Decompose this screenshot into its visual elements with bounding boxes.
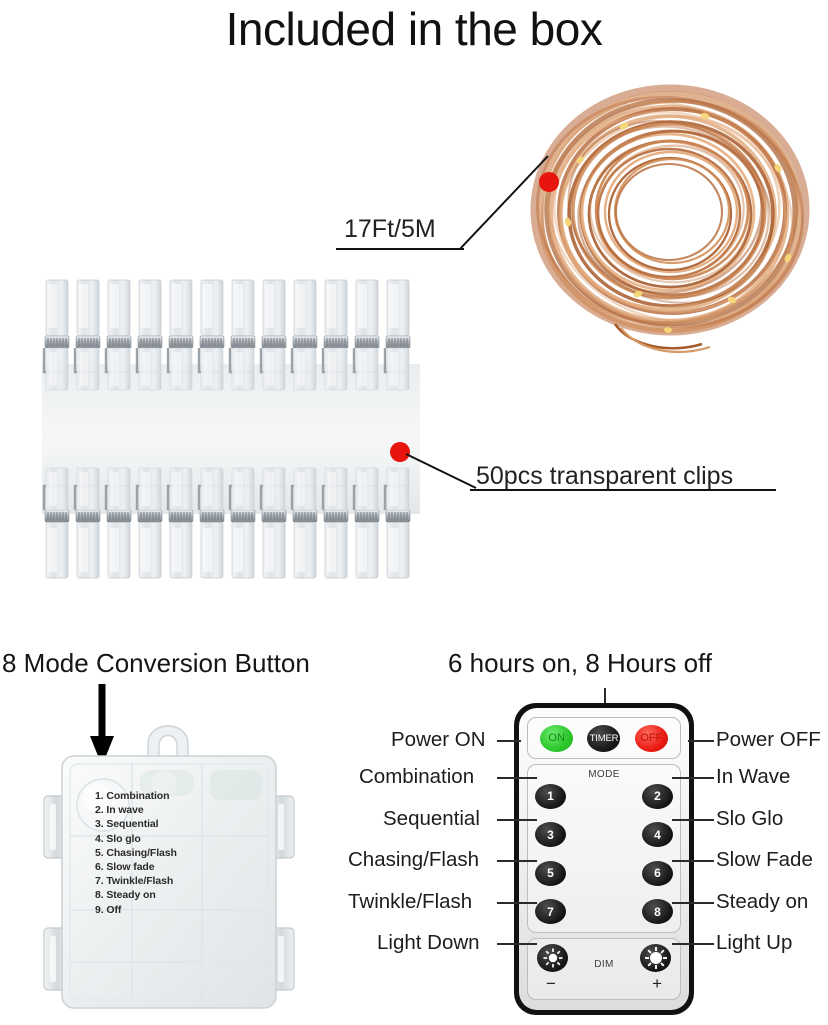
battery-box-illustration: [43, 725, 295, 1009]
mode-button-4[interactable]: 4: [642, 822, 673, 848]
wire-length-callout: 17Ft/5M: [344, 215, 436, 243]
dim-panel-caption: DIM: [594, 959, 614, 970]
mode-list-item: 4. Slo glo: [95, 832, 141, 845]
dim-minus-sign: −: [546, 974, 556, 993]
remote-label-slow-fade: Slow Fade: [716, 848, 813, 871]
sun-large-icon: [644, 947, 667, 969]
mode-list-item: 1. Combination: [95, 790, 170, 802]
leader-power-on: [497, 740, 521, 742]
sun-small-icon: [543, 948, 562, 968]
leader-power-off: [688, 740, 714, 742]
light-down-button[interactable]: [537, 944, 568, 972]
clips-marker-dot: [390, 442, 410, 462]
leader-combination: [497, 777, 537, 779]
dim-row: [537, 944, 671, 972]
leader-slow-fade: [672, 860, 714, 862]
dim-signs: − +: [537, 975, 671, 992]
remote-label-power-off: Power OFF: [716, 728, 821, 751]
mode-row: 3 4: [535, 820, 673, 850]
timer-heading: 6 hours on, 8 Hours off: [448, 648, 713, 678]
leader-light-up: [672, 943, 714, 945]
remote-control[interactable]: ON TIMER OFF MODE 1 2 3 4 5 6: [514, 703, 694, 1015]
leader-slo-glo: [672, 819, 714, 821]
mode-list-item: 2. In wave: [95, 804, 144, 817]
remote-label-combination: Combination: [359, 765, 475, 788]
wire-callout-underline: [336, 248, 464, 250]
mode-button-6[interactable]: 6: [642, 860, 673, 886]
timer-button[interactable]: TIMER: [587, 724, 621, 752]
mode-button-3[interactable]: 3: [535, 822, 566, 848]
power-on-button[interactable]: ON: [540, 724, 574, 752]
copper-wire-coil-image: [520, 62, 820, 362]
dim-panel: DIM: [527, 938, 681, 1000]
mode-list-item: 8. Steady on: [95, 889, 156, 902]
mode-button-2[interactable]: 2: [642, 783, 673, 809]
leader-steady-on: [672, 902, 714, 904]
mode-button-5[interactable]: 5: [535, 860, 566, 886]
mode-list-item: 7. Twinkle/Flash: [95, 875, 174, 888]
remote-label-steady-on: Steady on: [716, 890, 809, 913]
mode-row: 5 6: [535, 858, 673, 888]
leader-chasing-flash: [497, 860, 537, 862]
remote-label-twinkle-flash: Twinkle/Flash: [348, 890, 473, 913]
leader-in-wave: [672, 777, 714, 779]
power-off-button[interactable]: OFF: [634, 724, 668, 752]
dim-plus-sign: +: [652, 974, 662, 993]
leader-sequential: [497, 819, 537, 821]
mode-button-7[interactable]: 7: [535, 899, 566, 925]
mode-button-1[interactable]: 1: [535, 783, 566, 809]
clips-illustration: [42, 278, 420, 580]
leader-twinkle-flash: [497, 902, 537, 904]
battery-box-heading: 8 Mode Conversion Button: [2, 648, 310, 678]
remote-label-light-down: Light Down: [377, 931, 480, 954]
wire-coil-illustration: [530, 84, 810, 353]
remote-label-light-up: Light Up: [716, 931, 793, 954]
remote-face: ON TIMER OFF MODE 1 2 3 4 5 6: [519, 708, 689, 1010]
mode-panel: MODE 1 2 3 4 5 6 7 8: [527, 764, 681, 933]
wire-callout-leader: [460, 155, 549, 250]
clips-callout-leader: [405, 453, 477, 489]
mode-button-arrow-icon: [90, 684, 114, 766]
battery-box-image: [36, 700, 306, 1020]
light-up-button[interactable]: [640, 944, 671, 972]
transparent-clips-image: [32, 272, 432, 602]
remote-label-power-on: Power ON: [391, 728, 486, 751]
remote-label-chasing-flash: Chasing/Flash: [348, 848, 480, 871]
battery-box-mode-list: 1. Combination 2. In wave 3. Sequential …: [95, 789, 220, 917]
wire-marker-dot: [539, 172, 559, 192]
mode-panel-caption: MODE: [588, 769, 620, 780]
page-title: Included in the box: [225, 3, 603, 55]
mode-list-item: 9. Off: [95, 903, 122, 916]
mode-list-item: 3. Sequential: [95, 818, 159, 831]
clips-callout-underline: [470, 489, 776, 491]
remote-label-slo-glo: Slo Glo: [716, 807, 784, 830]
mode-row: 7 8: [535, 897, 673, 927]
remote-label-in-wave: In Wave: [716, 765, 791, 788]
mode-list-item: 5. Chasing/Flash: [95, 846, 177, 859]
clips-quantity-callout: 50pcs transparent clips: [476, 462, 734, 490]
power-panel: ON TIMER OFF: [527, 717, 681, 759]
mode-row: 1 2: [535, 781, 673, 811]
leader-light-down: [497, 943, 537, 945]
remote-label-sequential: Sequential: [383, 807, 480, 830]
mode-button-8[interactable]: 8: [642, 899, 673, 925]
mode-list-item: 6. Slow fade: [95, 861, 155, 874]
